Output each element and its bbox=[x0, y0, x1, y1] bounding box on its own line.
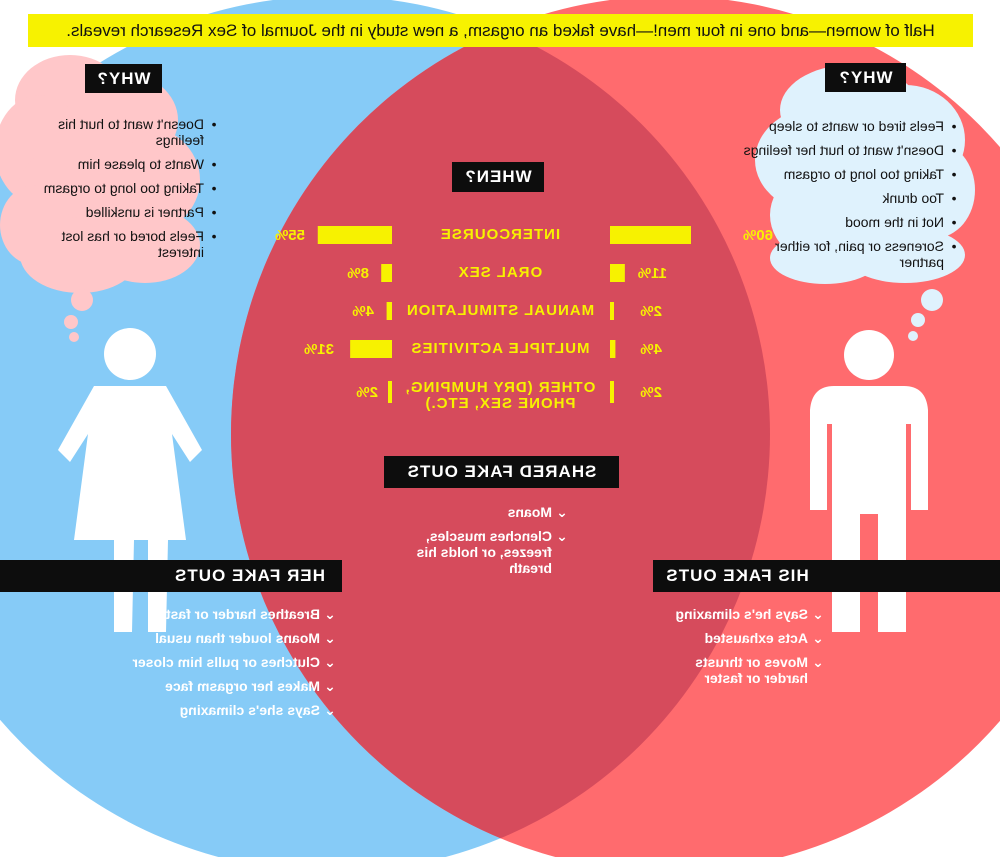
overlap-region bbox=[231, 0, 770, 857]
list-item: •Taking too long to orgasm bbox=[43, 180, 217, 196]
list-item: •Feels bored or has lost interest bbox=[61, 228, 217, 260]
shared-fake-outs-list: ⌄Moans ⌄Clenches muscles, freezes, or ho… bbox=[388, 504, 568, 584]
list-item: ⌄Moans louder than usual bbox=[155, 630, 336, 646]
his-pct-intercourse: 60% bbox=[742, 227, 773, 244]
when-label-manual-stimulation: MANUAL STIMULATION bbox=[405, 302, 595, 319]
list-item: ⌄Moves or thrusts harder or faster bbox=[695, 654, 824, 686]
his-thought-cloud bbox=[755, 65, 975, 341]
his-bar-1 bbox=[610, 264, 625, 282]
her-pct-intercourse: 55% bbox=[274, 227, 305, 244]
her-thought-cloud bbox=[0, 55, 200, 342]
her-bar-3 bbox=[350, 340, 392, 358]
when-bars bbox=[317, 226, 691, 403]
his-bar-4 bbox=[610, 381, 614, 403]
her-bar-1 bbox=[381, 264, 392, 282]
his-bar-2 bbox=[610, 302, 614, 320]
his-pct-other: 2% bbox=[640, 384, 662, 401]
her-fake-outs-title: HER FAKE OUTS bbox=[157, 560, 342, 592]
headline-banner: Half of women—and one in four men!—have … bbox=[28, 14, 973, 47]
her-bar-2 bbox=[386, 302, 392, 320]
list-item: •Wants to please him bbox=[77, 156, 217, 172]
list-item: •Feels tired or wants to sleep bbox=[768, 118, 957, 134]
her-pct-manual-stimulation: 4% bbox=[352, 303, 374, 320]
list-item: •Doesn't want to hurt her feelings bbox=[743, 142, 957, 158]
her-pct-other: 2% bbox=[356, 384, 378, 401]
his-fake-outs-list: ⌄Says he's climaxing ⌄Acts exhausted ⌄Mo… bbox=[654, 606, 824, 694]
his-bar-0 bbox=[610, 226, 691, 244]
her-why-list: •Doesn't want to hurt his feelings •Want… bbox=[38, 116, 220, 268]
when-title: WHEN? bbox=[452, 162, 544, 192]
his-pct-oral-sex: 11% bbox=[637, 265, 667, 282]
list-item: •Too drunk bbox=[882, 190, 957, 206]
list-item: ⌄Clenches muscles, freezes, or holds his… bbox=[416, 528, 568, 576]
list-item: ⌄Makes her orgasm face bbox=[165, 678, 336, 694]
list-item: ⌄Acts exhausted bbox=[704, 630, 824, 646]
her-pct-multiple-activities: 31% bbox=[303, 341, 334, 358]
list-item: •Soreness or pain, for either partner bbox=[775, 238, 957, 270]
when-label-intercourse: INTERCOURSE bbox=[439, 226, 561, 243]
his-why-list: •Feels tired or wants to sleep •Doesn't … bbox=[742, 118, 960, 278]
list-item: ⌄Says he's climaxing bbox=[675, 606, 824, 622]
when-label-multiple-activities: MULTIPLE ACTIVITIES bbox=[410, 340, 590, 357]
his-pct-multiple-activities: 4% bbox=[640, 341, 662, 358]
list-item: ⌄Moans bbox=[507, 504, 568, 520]
list-item: •Taking too long to orgasm bbox=[783, 166, 957, 182]
his-bar-3 bbox=[610, 340, 616, 358]
list-item: •Not in the mood bbox=[845, 214, 957, 230]
when-label-oral-sex: ORAL SEX bbox=[457, 264, 543, 281]
list-item: •Partner is unskilled bbox=[85, 204, 217, 220]
her-fake-outs-list: ⌄Breathes harder or faster ⌄Moans louder… bbox=[126, 606, 336, 726]
her-bar-4 bbox=[388, 381, 392, 403]
his-pct-manual-stimulation: 2% bbox=[640, 303, 662, 320]
her-pct-oral-sex: 8% bbox=[347, 265, 369, 282]
list-item: ⌄Says she's climaxing bbox=[179, 702, 336, 718]
her-why-title: WHY? bbox=[85, 64, 162, 93]
her-bar-0 bbox=[317, 226, 392, 244]
list-item: ⌄Clutches or pulls him closer bbox=[132, 654, 336, 670]
his-why-title: WHY? bbox=[825, 63, 906, 92]
his-fake-outs-title: HIS FAKE OUTS bbox=[653, 560, 821, 592]
list-item: •Doesn't want to hurt his feelings bbox=[58, 116, 217, 148]
shared-fake-outs-title: SHARED FAKE OUTS bbox=[384, 456, 619, 488]
when-label-other: OTHER (DRY HUMPING, PHONE SEX, ETC.) bbox=[404, 379, 596, 412]
list-item: ⌄Breathes harder or faster bbox=[152, 606, 336, 622]
